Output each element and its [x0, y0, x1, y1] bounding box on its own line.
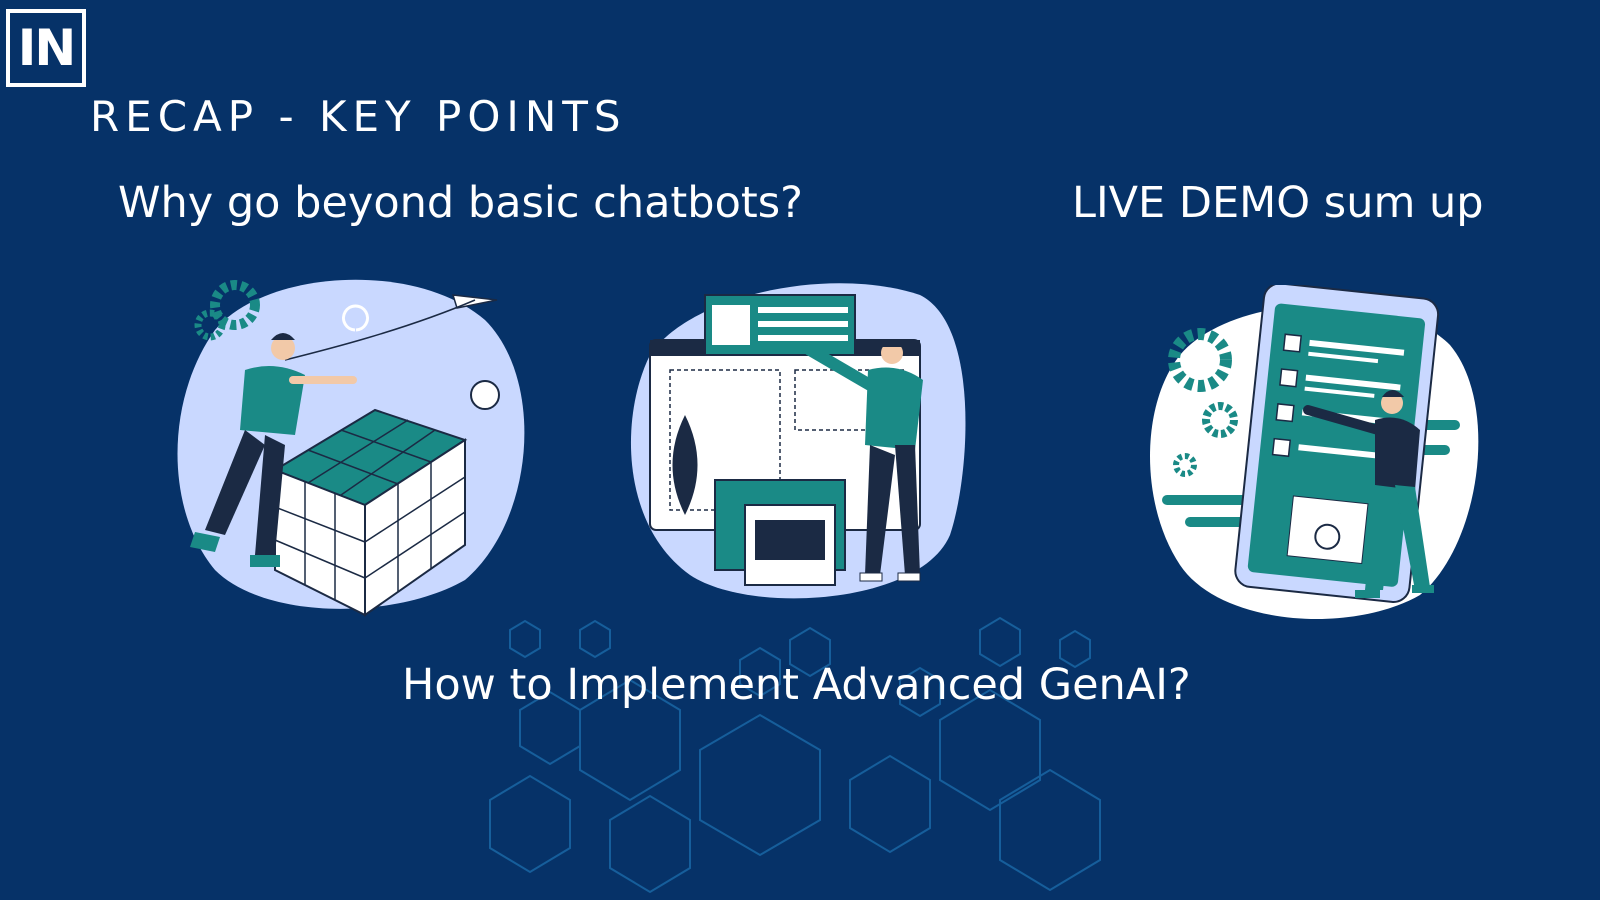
person-mobile-checklist-illustration	[1150, 285, 1479, 619]
section-title-live-demo: LIVE DEMO sum up	[1072, 178, 1484, 228]
person-rubiks-cube-illustration	[177, 279, 525, 617]
hexagon-pattern-background	[489, 616, 1101, 894]
person-web-layout-illustration	[630, 283, 966, 599]
slide-title: RECAP - KEY POINTS	[90, 92, 627, 141]
company-logo: IN	[6, 9, 86, 87]
logo-text: IN	[17, 19, 76, 77]
section-title-beyond-chatbots: Why go beyond basic chatbots?	[118, 178, 803, 228]
section-title-implement-genai: How to Implement Advanced GenAI?	[402, 660, 1191, 710]
